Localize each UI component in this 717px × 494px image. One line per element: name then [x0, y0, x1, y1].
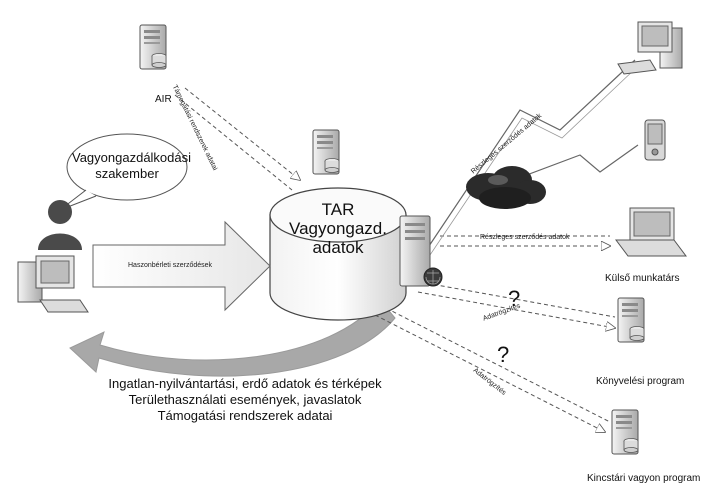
user-computer-icon[interactable]: [17, 255, 89, 313]
web-server-icon[interactable]: [399, 215, 443, 287]
output-line-3: Támogatási rendszerek adatai: [157, 408, 333, 423]
specialist-bubble: [66, 133, 188, 201]
tar-server-icon[interactable]: [312, 129, 340, 175]
air-server-icon[interactable]: [139, 24, 167, 70]
connector-air-tar: [174, 87, 300, 191]
person-icon: [38, 200, 82, 250]
lease-arrow: [92, 220, 271, 312]
accounting-label: Könyvelési program: [596, 376, 685, 387]
connector-treasury: [374, 304, 611, 432]
treasury-server-icon[interactable]: [611, 409, 639, 455]
external-label: Külső munkatárs: [605, 273, 680, 284]
desktop-computer-icon[interactable]: [617, 21, 683, 75]
wireless-link-top: [424, 59, 636, 253]
question-mark-1: ?: [508, 286, 521, 311]
tar-title-line3: adatok: [312, 238, 364, 257]
lease-edge-label: Haszonbérleti szerződések: [128, 262, 213, 269]
return-arrow: [69, 299, 396, 377]
partial-contract-edge-label-2: Részleges szerződés adatok: [480, 234, 570, 241]
tar-title-line2: Vagyongazd.: [289, 219, 387, 238]
wireless-link-mid: [499, 144, 639, 186]
air-label: AIR: [155, 94, 172, 105]
connector-accounting: [417, 281, 615, 328]
output-line-1: Ingatlan-nyilvántartási, erdő adatok és …: [108, 376, 382, 391]
outputs-list: Ingatlan-nyilvántartási, erdő adatok és …: [95, 376, 395, 424]
wireless-link-top-b: [427, 67, 637, 259]
connector-ext: [440, 235, 610, 246]
treasury-label: Kincstári vagyon program: [587, 473, 701, 484]
pda-icon[interactable]: [644, 119, 666, 161]
laptop-icon[interactable]: [615, 207, 687, 257]
question-mark-2: ?: [497, 342, 510, 367]
accounting-server-icon[interactable]: [617, 297, 645, 343]
tar-title: TAR Vagyongazd. adatok: [278, 200, 398, 257]
tar-title-line1: TAR: [321, 200, 355, 219]
tar-database[interactable]: [269, 187, 407, 321]
specialist-label: Vagyongazdálkodási szakember: [72, 150, 192, 181]
output-line-2: Területhasználati események, javaslatok: [128, 392, 362, 407]
network-cloud: [466, 166, 546, 209]
